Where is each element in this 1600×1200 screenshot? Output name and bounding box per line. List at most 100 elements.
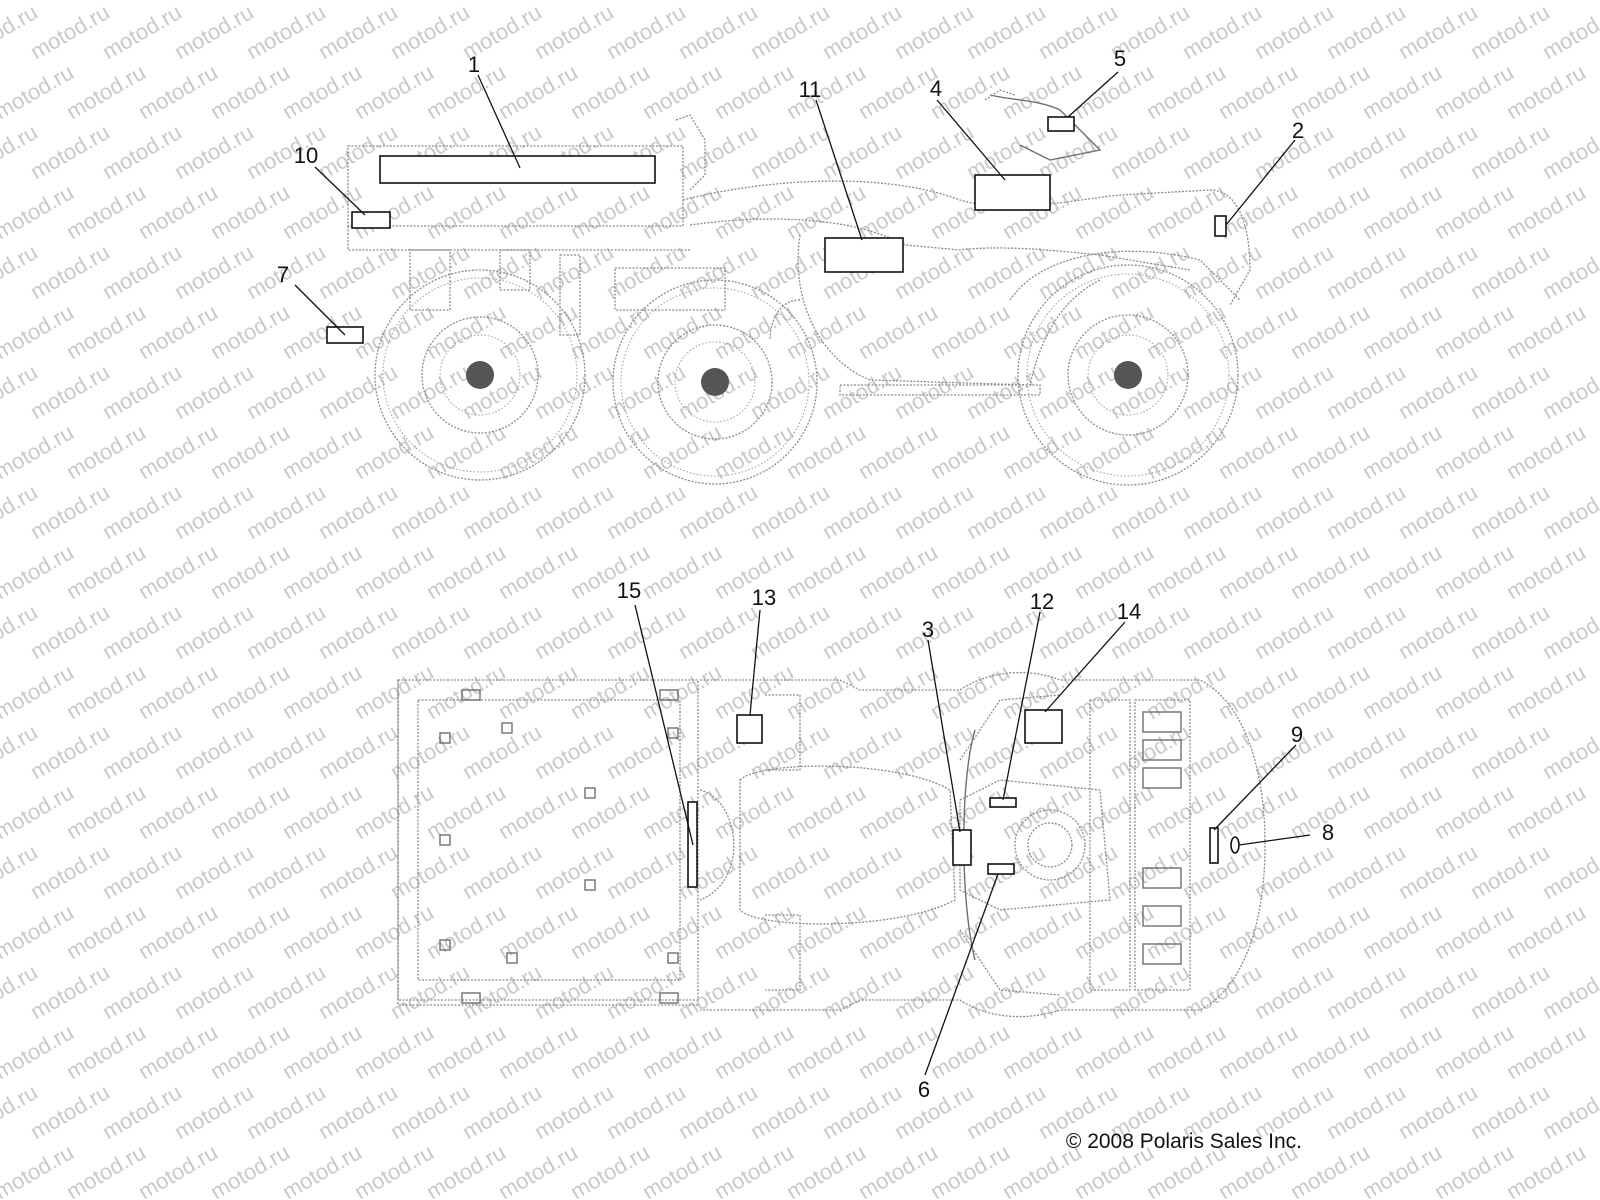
callout-9: 9 <box>1291 722 1303 747</box>
watermark-text: motod.ru <box>782 299 870 364</box>
callout-11: 11 <box>799 77 822 102</box>
watermark-text: motod.ru <box>530 719 618 784</box>
watermark-text: motod.ru <box>494 659 582 724</box>
seat <box>739 765 956 925</box>
watermark-text: motod.ru <box>1466 839 1554 904</box>
watermark-text: motod.ru <box>998 779 1086 844</box>
watermark-text: motod.ru <box>1214 59 1302 124</box>
watermark-text: motod.ru <box>0 419 78 484</box>
decal-10 <box>351 211 391 229</box>
watermark-text: motod.ru <box>134 299 222 364</box>
decal-3 <box>952 829 972 866</box>
watermark-text: motod.ru <box>782 59 870 124</box>
watermark-text: motod.ru <box>1466 239 1554 304</box>
watermark-text: motod.ru <box>0 59 78 124</box>
watermark-text: motod.ru <box>278 1019 366 1084</box>
watermark-text: motod.ru <box>386 479 474 544</box>
watermark-text: motod.ru <box>422 0 510 4</box>
callout-12: 12 <box>1030 589 1054 614</box>
watermark-text: motod.ru <box>1250 0 1338 64</box>
watermark-text: motod.ru <box>602 839 690 904</box>
watermark-text: motod.ru <box>494 1139 582 1200</box>
watermark-text: motod.ru <box>674 119 762 184</box>
watermark-text: motod.ru <box>1502 179 1590 244</box>
leader-lines <box>294 71 1311 1076</box>
watermark-text: motod.ru <box>854 179 942 244</box>
watermark-text: motod.ru <box>314 239 402 304</box>
watermark-text: motod.ru <box>998 299 1086 364</box>
watermark-text: motod.ru <box>1538 119 1600 184</box>
watermark-text: motod.ru <box>1466 599 1554 664</box>
watermark-text: motod.ru <box>638 0 726 4</box>
watermark-text: motod.ru <box>566 659 654 724</box>
watermark-text: motod.ru <box>602 959 690 1024</box>
callout-8: 8 <box>1322 820 1334 845</box>
watermark-text: motod.ru <box>1394 599 1482 664</box>
watermark-text: motod.ru <box>1394 719 1482 784</box>
watermark-text: motod.ru <box>1142 1019 1230 1084</box>
watermark-text: motod.ru <box>638 179 726 244</box>
callout-10: 10 <box>294 143 318 168</box>
watermark-text: motod.ru <box>386 359 474 424</box>
watermark-text: motod.ru <box>710 1139 798 1200</box>
watermark-text: motod.ru <box>494 539 582 604</box>
callout-3: 3 <box>922 617 934 642</box>
watermark-text: motod.ru <box>242 599 330 664</box>
watermark-text: motod.ru <box>746 479 834 544</box>
watermark-text: motod.ru <box>422 899 510 964</box>
watermark-text: motod.ru <box>278 659 366 724</box>
watermark-text: motod.ru <box>1034 0 1122 64</box>
watermark-text: motod.ru <box>782 1139 870 1200</box>
callout-7: 7 <box>277 262 289 287</box>
watermark-text: motod.ru <box>26 1079 114 1144</box>
watermark-text: motod.ru <box>782 179 870 244</box>
watermark-text: motod.ru <box>1358 899 1446 964</box>
watermark-text: motod.ru <box>26 599 114 664</box>
watermark-text: motod.ru <box>1214 659 1302 724</box>
watermark-text: motod.ru <box>782 0 870 4</box>
watermark-text: motod.ru <box>1214 0 1302 4</box>
watermark-text: motod.ru <box>1250 599 1338 664</box>
watermark-text: motod.ru <box>1358 0 1446 4</box>
watermark-text: motod.ru <box>1178 0 1266 64</box>
watermark-text: motod.ru <box>674 959 762 1024</box>
watermark-text: motod.ru <box>890 119 978 184</box>
steering-hub <box>1014 809 1086 881</box>
callout-numbers: 1 2 3 4 5 6 7 8 9 10 11 12 13 14 15 <box>277 46 1334 1102</box>
watermark-text: motod.ru <box>1070 899 1158 964</box>
watermark-text: motod.ru <box>170 119 258 184</box>
watermark-text: motod.ru <box>1358 1139 1446 1200</box>
watermark-text: motod.ru <box>1034 479 1122 544</box>
watermark-text: motod.ru <box>1394 1079 1482 1144</box>
watermark-text: motod.ru <box>818 479 906 544</box>
decal-4 <box>974 174 1051 211</box>
watermark-text: motod.ru <box>98 239 186 304</box>
watermark-text: motod.ru <box>1466 959 1554 1024</box>
watermark-text: motod.ru <box>26 719 114 784</box>
watermark-text: motod.ru <box>1502 299 1590 364</box>
watermark-text: motod.ru <box>602 0 690 64</box>
watermark-text: motod.ru <box>1466 119 1554 184</box>
watermark-text: motod.ru <box>1250 239 1338 304</box>
watermark-text: motod.ru <box>134 659 222 724</box>
watermark-text: motod.ru <box>494 0 582 4</box>
watermark-text: motod.ru <box>1214 539 1302 604</box>
callout-6: 6 <box>918 1077 930 1102</box>
watermark-text: motod.ru <box>818 839 906 904</box>
watermark-text: motod.ru <box>1286 539 1374 604</box>
watermark-text: motod.ru <box>638 659 726 724</box>
watermark-text: motod.ru <box>1322 599 1410 664</box>
watermark-text: motod.ru <box>350 899 438 964</box>
watermark-text: motod.ru <box>1106 479 1194 544</box>
watermark-text: motod.ru <box>422 179 510 244</box>
watermark-text: motod.ru <box>62 419 150 484</box>
watermark-text: motod.ru <box>1502 539 1590 604</box>
watermark-text: motod.ru <box>1286 59 1374 124</box>
watermark-text: motod.ru <box>782 539 870 604</box>
watermark-text: motod.ru <box>962 0 1050 64</box>
watermark-text: motod.ru <box>0 299 78 364</box>
watermark-text: motod.ru <box>530 839 618 904</box>
watermark-text: motod.ru <box>458 839 546 904</box>
watermark-text: motod.ru <box>1358 779 1446 844</box>
callout-1: 1 <box>468 52 480 77</box>
